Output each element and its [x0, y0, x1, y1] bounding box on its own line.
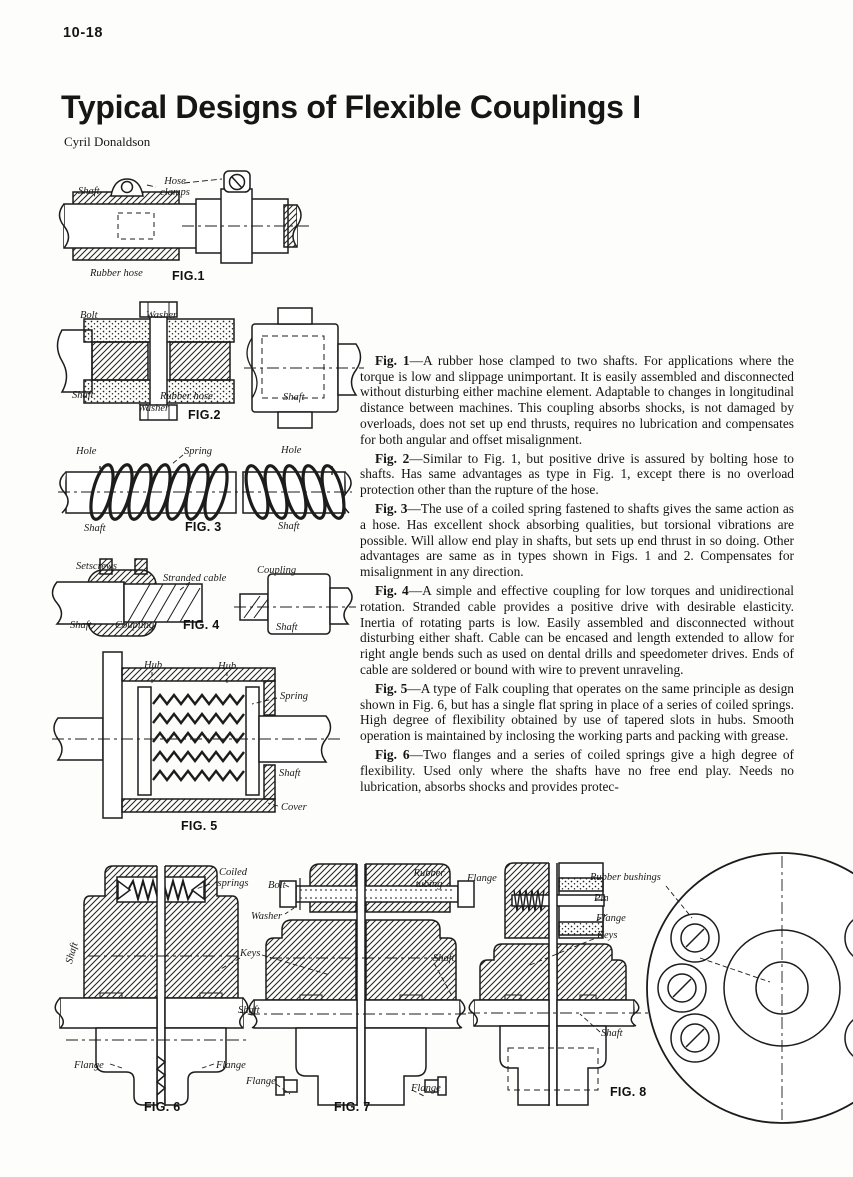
fig5-caption: FIG. 5 — [181, 819, 218, 833]
fig6-label-coiled-springs: Coiled springs — [217, 867, 249, 889]
fig6-label-shaft-right: Shaft — [238, 1005, 260, 1016]
fig8-label-flange-top: Flange — [467, 873, 497, 884]
fig3-drawing — [58, 454, 352, 521]
fig4-label-coupling-right: Coupling — [257, 565, 297, 576]
paragraph-fig6-text: —Two flanges and a series of coiled spri… — [360, 747, 794, 794]
fig4-caption: FIG. 4 — [183, 618, 220, 632]
fig3-label-shaft-left: Shaft — [84, 523, 106, 534]
paragraph-fig4-text: —A simple and effective coupling for low… — [360, 583, 794, 677]
fig4-label-stranded-cable: Stranded cable — [163, 573, 227, 584]
fig2-drawing — [56, 301, 364, 429]
fig7-label-shaft-right: Shaft — [433, 953, 455, 964]
fig2-caption: FIG.2 — [188, 408, 221, 422]
paragraph-fig5: Fig. 5—A type of Falk coupling that oper… — [360, 681, 794, 744]
fig5-label-cover: Cover — [281, 802, 307, 813]
fig7-label-washer: Washer — [251, 911, 283, 922]
paragraph-fig5-lead: Fig. 5 — [375, 681, 408, 697]
fig3-label-hole-left: Hole — [76, 446, 97, 457]
paragraph-fig2: Fig. 2—Similar to Fig. 1, but positive d… — [360, 451, 794, 498]
paragraph-fig6-lead: Fig. 6 — [375, 747, 410, 763]
fig5-label-hub-right: Hub — [218, 661, 237, 672]
fig4-drawing — [51, 558, 356, 637]
fig8-caption: FIG. 8 — [610, 1085, 647, 1099]
fig4-label-coupling-left: Coupling — [115, 620, 155, 631]
fig7-label-rubber-tubing: Rubber tubing — [413, 868, 445, 890]
paragraph-fig2-text: —Similar to Fig. 1, but positive drive i… — [360, 450, 794, 498]
fig1-drawing — [58, 170, 312, 264]
fig1-label-rubber-hose: Rubber hose — [90, 268, 143, 279]
fig3-label-hole-right: Hole — [281, 445, 302, 456]
fig8-label-shaft: Shaft — [601, 1028, 623, 1039]
fig2-label-shaft-left: Shaft — [72, 390, 94, 401]
paragraph-fig5-text: —A type of Falk coupling that operates o… — [360, 681, 794, 744]
paragraph-fig1: Fig. 1—A rubber hose clamped to two shaf… — [360, 353, 794, 447]
paragraph-fig4-lead: Fig. 4 — [375, 583, 409, 599]
paragraph-fig2-lead: Fig. 2 — [375, 450, 410, 466]
fig7-caption: FIG. 7 — [334, 1100, 371, 1114]
author-byline: Cyril Donaldson — [64, 134, 151, 149]
fig6-caption: FIG. 6 — [144, 1100, 181, 1114]
page-number: 10-18 — [63, 25, 104, 41]
fig6-label-keys: Keys — [240, 948, 261, 959]
fig1-label-shaft: Shaft — [78, 186, 100, 197]
fig3-caption: FIG. 3 — [185, 520, 222, 534]
paragraph-fig3: Fig. 3—The use of a coiled spring fasten… — [360, 501, 794, 580]
fig2-label-bolt: Bolt — [80, 310, 98, 321]
fig6-drawing — [54, 864, 250, 1106]
paragraph-fig3-text: —The use of a coiled spring fastened to … — [360, 501, 794, 580]
paragraph-fig4: Fig. 4—A simple and effective coupling f… — [360, 583, 794, 677]
fig4-label-shaft-right: Shaft — [276, 622, 298, 633]
fig2-label-washer-bottom: Washer — [138, 403, 170, 414]
paragraph-fig1-lead: Fig. 1 — [375, 353, 410, 368]
fig7-label-flange-right: Flange — [411, 1083, 441, 1094]
fig7-label-flange-left: Flange — [246, 1076, 276, 1087]
fig1-label-hose-clamps: Hose clamps — [160, 176, 190, 198]
fig6-label-flange-left: Flange — [74, 1060, 104, 1071]
fig8-label-flange-mid: Flange — [596, 913, 626, 924]
fig7-drawing — [239, 862, 475, 1108]
paragraph-fig1-text: —A rubber hose clamped to two shafts. Fo… — [360, 353, 794, 447]
body-text-column: Fig. 1—A rubber hose clamped to two shaf… — [360, 353, 794, 798]
fig5-drawing — [52, 651, 340, 819]
fig6-label-flange-right: Flange — [216, 1060, 246, 1071]
paragraph-fig3-lead: Fig. 3 — [375, 501, 408, 517]
fig8-label-pin: Pin — [594, 893, 609, 904]
fig8-label-keys: Keys — [597, 930, 618, 941]
fig8-drawing — [468, 852, 853, 1124]
fig5-label-hub-left: Hub — [144, 660, 163, 671]
fig5-label-shaft: Shaft — [279, 768, 301, 779]
fig8-label-rubber-bushings: Rubber bushings — [590, 872, 661, 883]
fig7-label-bolt: Bolt — [268, 880, 286, 891]
fig2-label-rubber-hose: Rubber hose — [160, 391, 213, 402]
page-title: Typical Designs of Flexible Couplings I — [61, 89, 641, 125]
fig1-caption: FIG.1 — [172, 269, 205, 283]
fig4-label-shaft-left: Shaft — [70, 620, 92, 631]
fig4-label-setscrews: Setscrews — [76, 561, 118, 572]
fig2-label-shaft-right: Shaft — [283, 392, 305, 403]
fig2-label-washer-top: Washer — [146, 310, 178, 321]
fig3-label-spring: Spring — [184, 446, 213, 457]
fig3-label-shaft-right: Shaft — [278, 521, 300, 532]
fig5-label-spring: Spring — [280, 691, 309, 702]
paragraph-fig6: Fig. 6—Two flanges and a series of coile… — [360, 747, 794, 794]
